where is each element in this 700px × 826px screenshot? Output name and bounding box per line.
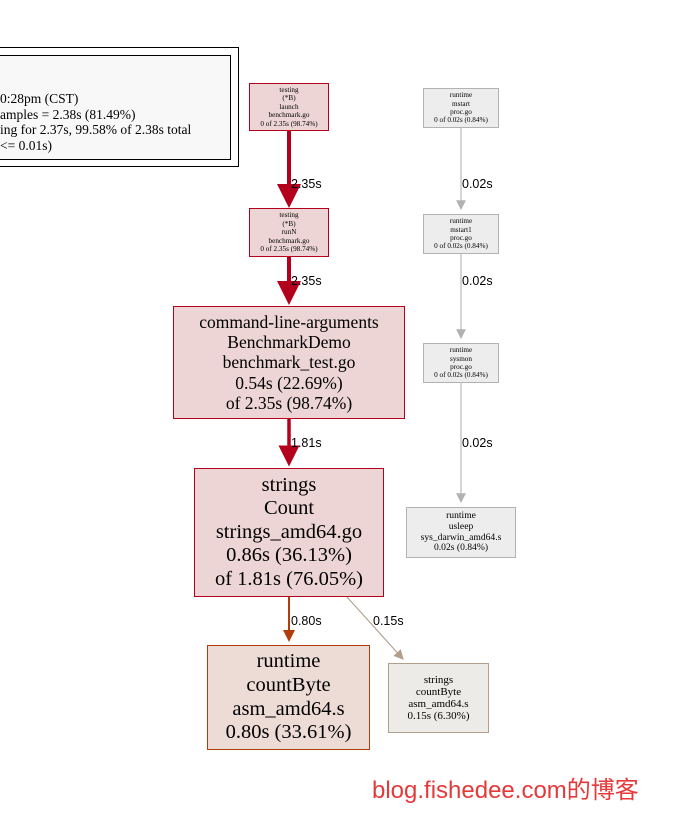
legend-line-showing: ing for 2.37s, 99.58% of 2.38s total (0, 122, 192, 138)
edge-label-bench-count: 1.81s (291, 436, 322, 450)
edge-label-count-rt: 0.80s (291, 614, 322, 628)
legend-text: 0:28pm (CST) amples = 2.38s (81.49%) ing… (0, 91, 255, 153)
legend-line-time: 0:28pm (CST) (0, 91, 79, 106)
edge-count-str (346, 596, 404, 660)
edge-label-count-str: 0.15s (373, 614, 404, 628)
legend-line-dropped: <= 0.01s) (0, 137, 52, 153)
edge-label-mstart1-sysmon: 0.02s (462, 274, 493, 288)
node-strings-count[interactable]: strings Count strings_amd64.go 0.86s (36… (194, 468, 384, 597)
node-testing-runN[interactable]: testing (*B) runN benchmark.go 0 of 2.35… (249, 208, 329, 257)
edge-label-mstart-mstart1: 0.02s (462, 177, 493, 191)
legend-line-samples: amples = 2.38s (81.49%) (0, 106, 136, 122)
node-runtime-sysmon[interactable]: runtime sysmon proc.go 0 of 0.02s (0.84%… (423, 343, 499, 383)
edge-label-launch-runN: 2.35s (291, 177, 322, 191)
edge-label-runN-bench: 2.35s (291, 274, 322, 288)
node-benchmarkdemo[interactable]: command-line-arguments BenchmarkDemo ben… (173, 306, 405, 419)
node-strings-countbyte[interactable]: strings countByte asm_amd64.s 0.15s (6.3… (388, 663, 489, 733)
node-runtime-usleep[interactable]: runtime usleep sys_darwin_amd64.s 0.02s … (406, 507, 516, 558)
node-runtime-mstart1[interactable]: runtime mstart1 proc.go 0 of 0.02s (0.84… (423, 214, 499, 254)
node-runtime-mstart[interactable]: runtime mstart proc.go 0 of 0.02s (0.84%… (423, 88, 499, 128)
legend-inner-box (0, 55, 231, 160)
watermark: blog.fishedee.com的博客 (372, 777, 639, 804)
edge-label-sysmon-usleep: 0.02s (462, 436, 493, 450)
node-testing-launch[interactable]: testing (*B) launch benchmark.go 0 of 2.… (249, 83, 329, 131)
node-runtime-countbyte[interactable]: runtime countByte asm_amd64.s 0.80s (33.… (207, 645, 370, 750)
